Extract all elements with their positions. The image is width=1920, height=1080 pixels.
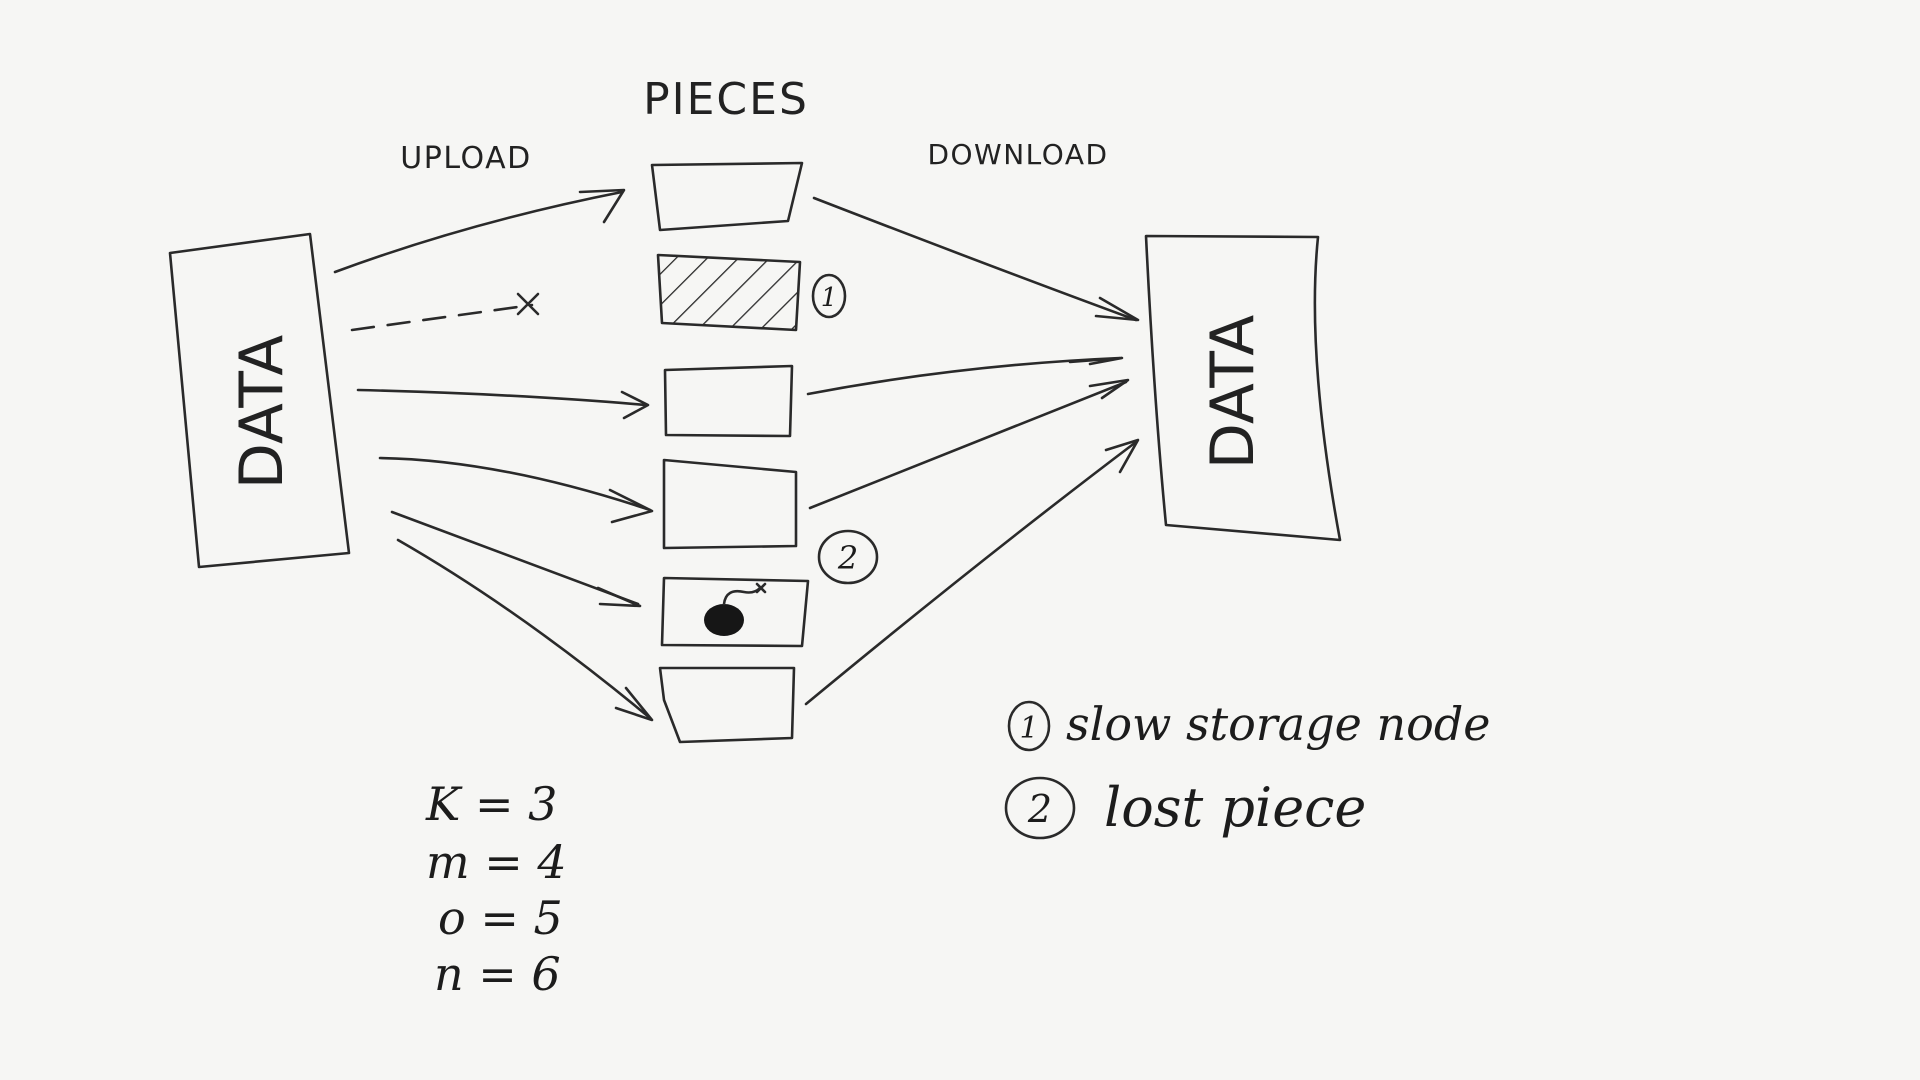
download-arrows — [804, 196, 1140, 706]
upload-arrow-2-failed — [350, 303, 534, 332]
failed-x-icon — [516, 292, 540, 316]
download-arrow-1 — [812, 196, 1138, 322]
marker-2-icon: 2 — [817, 529, 879, 585]
piece-box-2-slow — [656, 253, 802, 332]
download-arrow-6 — [804, 440, 1138, 706]
data-source-box — [168, 232, 351, 569]
legend: 1 slow storage node 2 lost piece — [1004, 697, 1491, 840]
piece-box-1 — [650, 161, 804, 232]
upload-arrow-6 — [396, 538, 652, 720]
legend-marker-1-icon — [1007, 700, 1051, 752]
piece-box-3 — [663, 364, 794, 438]
parameters-list: K = 3 m = 4 o = 5 n = 6 — [425, 777, 567, 1001]
data-destination-label: DATA — [1198, 315, 1268, 470]
marker-1-number: 1 — [821, 283, 838, 313]
upload-arrows — [333, 188, 654, 722]
download-heading: DOWNLOAD — [927, 138, 1108, 171]
upload-arrow-1 — [333, 190, 624, 274]
upload-arrow-4 — [378, 456, 652, 512]
legend-text-1: slow storage node — [1066, 697, 1491, 751]
piece-box-4 — [662, 458, 798, 550]
parameter-o: o = 5 — [438, 891, 563, 945]
legend-marker-2-icon — [1004, 776, 1076, 840]
legend-item-2: 2 lost piece — [1004, 776, 1366, 840]
pieces-heading: PIECES — [643, 74, 809, 125]
parameter-k: K = 3 — [425, 777, 557, 831]
upload-arrow-3 — [356, 388, 648, 407]
marker-1-icon: 1 — [811, 273, 847, 319]
upload-heading: UPLOAD — [400, 141, 531, 176]
parameter-n: n = 6 — [434, 947, 561, 1001]
legend-number-1: 1 — [1019, 711, 1038, 746]
piece-box-6 — [658, 666, 796, 744]
bomb-icon — [704, 582, 767, 636]
parameter-m: m = 4 — [426, 835, 567, 889]
data-destination-box — [1144, 234, 1342, 542]
legend-number-2: 2 — [1027, 787, 1052, 831]
download-arrow-3 — [806, 356, 1122, 396]
download-arrow-4 — [808, 380, 1128, 510]
data-source-label: DATA — [227, 335, 297, 490]
piece-box-5-lost — [660, 576, 810, 648]
legend-text-2: lost piece — [1104, 776, 1366, 839]
marker-2-number: 2 — [837, 539, 858, 577]
legend-item-1: 1 slow storage node — [1007, 697, 1491, 752]
